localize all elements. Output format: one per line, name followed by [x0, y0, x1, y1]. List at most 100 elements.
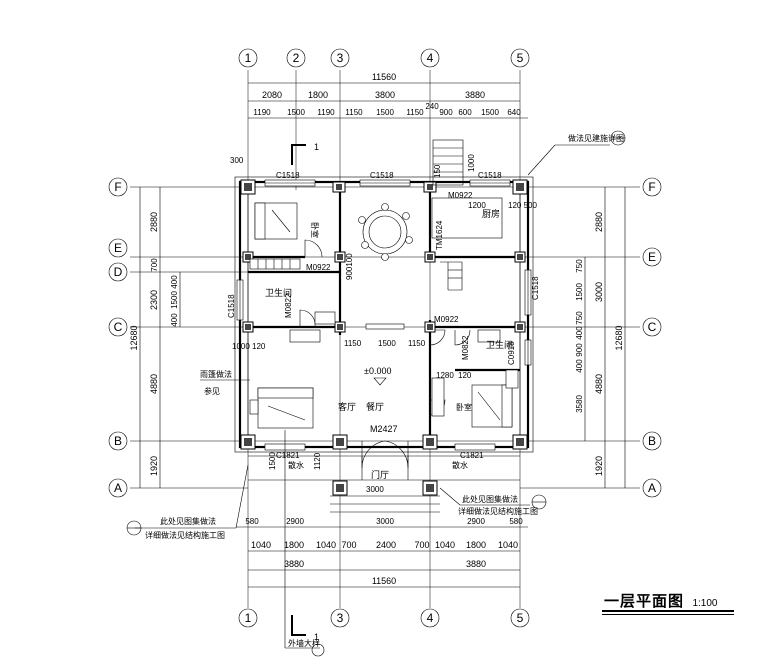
num-1200: 1200 — [468, 201, 486, 210]
room-porch: 门厅 — [371, 469, 389, 480]
axis-F-right: F — [648, 180, 655, 194]
tag-m0822-a: M0822 — [284, 293, 293, 318]
dim-bottom-total: 11560 — [372, 576, 396, 586]
opening-tags: C1518 C1518 C1518 C1518 C1518 M0922 M092… — [227, 171, 540, 460]
tag-m0922-a: M0922 — [448, 191, 473, 200]
num-150: 150 — [433, 164, 442, 178]
tag-m2427: M2427 — [370, 424, 398, 434]
axis-B-right: B — [648, 434, 656, 448]
top-dimensions: 11560 2080 1800 3800 3880 240 1190 1500 … — [248, 72, 528, 119]
tag-c1518-left: C1518 — [227, 294, 236, 318]
dim-right-outer: 12680 — [614, 325, 624, 350]
axis-D-left: D — [114, 265, 123, 279]
room-hall: 餐厅 — [366, 401, 384, 412]
note-left: 雨篷做法 — [200, 369, 232, 379]
dim-top-r2-8: 1500 — [481, 108, 499, 117]
dim-top-r2-9: 640 — [507, 108, 521, 117]
num-1150a: 1150 — [344, 339, 362, 348]
axis-bubbles-right: F E C B A — [642, 177, 662, 498]
misc-dimensions: 1200 120 500 300 1000 150 1150 1500 1150… — [230, 154, 537, 494]
dim-top-total: 11560 — [372, 72, 396, 82]
bottom-dimensions: 580 2900 3000 2900 580 1040 1800 1040 70… — [236, 517, 528, 588]
drawing-title-main: 一层平面图 — [604, 593, 685, 610]
dim-left-inner-0: 400 — [170, 275, 179, 289]
stair — [432, 139, 464, 291]
room-kitchen: 厨房 — [482, 208, 500, 219]
dim-top-r2-7: 600 — [458, 108, 472, 117]
dim-left-1: 700 — [150, 258, 159, 272]
tag-c1518-a: C1518 — [276, 171, 300, 180]
tag-c1821-a: C1821 — [276, 451, 300, 460]
left-dimensions: 12680 2880 700 2300 4880 1920 400 1500 4… — [129, 187, 181, 488]
note-bottom-right-b: 详细做法见结构施工图 — [458, 506, 538, 516]
dim-right-r1-2: 4880 — [594, 374, 604, 394]
num-900-100: 900100 — [345, 253, 354, 280]
title-underline-thin — [602, 614, 734, 615]
axis-bubbles-left: F E D C B A — [108, 177, 128, 498]
dim-right-r2-1: 1500 — [575, 283, 584, 301]
dim-bottom-r1-0: 580 — [245, 517, 259, 526]
title-underline-thick — [602, 610, 734, 612]
num-1000-120: 1000 120 — [232, 342, 266, 351]
room-wc-b: 卫生间 — [486, 339, 513, 350]
tag-c1821-b: C1821 — [460, 451, 484, 460]
tag-m0822-b: M0822 — [461, 335, 470, 360]
room-wc-a: 卫生间 — [265, 287, 292, 298]
dim-left-0: 2880 — [149, 212, 159, 232]
dim-left-3: 4880 — [149, 374, 159, 394]
right-dimensions: 12680 2880 3000 4880 1920 750 1500 750 4… — [575, 187, 626, 488]
dim-bottom-r2-0: 1040 — [251, 540, 271, 550]
axis-A-left: A — [114, 481, 122, 495]
dim-bottom-r1-3: 2900 — [467, 517, 485, 526]
dim-bottom-r2-4: 2400 — [376, 540, 396, 550]
axis-2-top: 2 — [293, 51, 300, 65]
axis-3-top: 3 — [337, 51, 344, 65]
num-1150b: 1150 — [408, 339, 426, 348]
num-1500b: 1500 — [268, 452, 277, 470]
dim-bottom-r2-1: 1800 — [284, 540, 304, 550]
bed-bottom-left — [249, 387, 314, 429]
num-300: 300 — [230, 156, 244, 165]
axis-C-left: C — [114, 320, 123, 334]
dim-bottom-r1-2: 3000 — [376, 517, 394, 526]
dim-right-r2-5: 400 — [575, 359, 584, 373]
num-1280: 1280 — [436, 371, 454, 380]
num-120-500: 120 500 — [508, 201, 537, 210]
tag-c1518-c: C1518 — [478, 171, 502, 180]
section-mark-bottom: 1 — [314, 632, 319, 642]
dim-bottom-r2-2: 1040 — [316, 540, 336, 550]
dim-left-inner-1: 1500 — [170, 291, 179, 309]
dining-table — [358, 203, 413, 261]
dim-bottom-r2-8: 1040 — [498, 540, 518, 550]
room-terrace-b: 散水 — [452, 460, 468, 470]
dim-top-r1-3: 3880 — [465, 90, 485, 100]
room-labels: 厨房 卧室 卧室 卫生间 卫生间 客厅 餐厅 门厅 散水 散水 ±0.000 — [265, 208, 513, 480]
note-bottom-right: 此处见图集做法 — [462, 494, 518, 504]
axis-E-right: E — [648, 250, 656, 264]
axis-5-top: 5 — [517, 51, 524, 65]
num-3000: 3000 — [366, 485, 384, 494]
axis-1-top: 1 — [245, 51, 252, 65]
dim-right-r1-0: 2880 — [594, 212, 604, 232]
num-120a: 120 — [458, 371, 472, 380]
axis-3-bottom: 3 — [337, 611, 344, 625]
axis-4-bottom: 4 — [427, 611, 434, 625]
axis-E-left: E — [114, 241, 122, 255]
axis-bubbles-bottom: 1 3 4 5 — [238, 608, 530, 628]
note-left-b: 参见 — [204, 386, 220, 396]
tag-c1518-right: C1518 — [531, 276, 540, 300]
dim-bottom-r2-5: 700 — [414, 540, 429, 550]
section-marks: 1 1 — [291, 142, 319, 642]
bed-top-left — [254, 202, 298, 240]
dim-top-r2-6: 900 — [439, 108, 453, 117]
dim-top-r1-2: 3800 — [375, 90, 395, 100]
dim-right-r2-3: 400 — [575, 326, 584, 340]
dim-bottom-r2-7: 1800 — [466, 540, 486, 550]
dim-bottom-r2-3: 700 — [341, 540, 356, 550]
dim-bottom-r1-4: 580 — [509, 517, 523, 526]
section-mark-top: 1 — [314, 142, 319, 152]
tag-m0922-b: M0922 — [306, 263, 331, 272]
axis-1-bottom: 1 — [245, 611, 252, 625]
tag-c0918: C0918 — [507, 341, 516, 365]
